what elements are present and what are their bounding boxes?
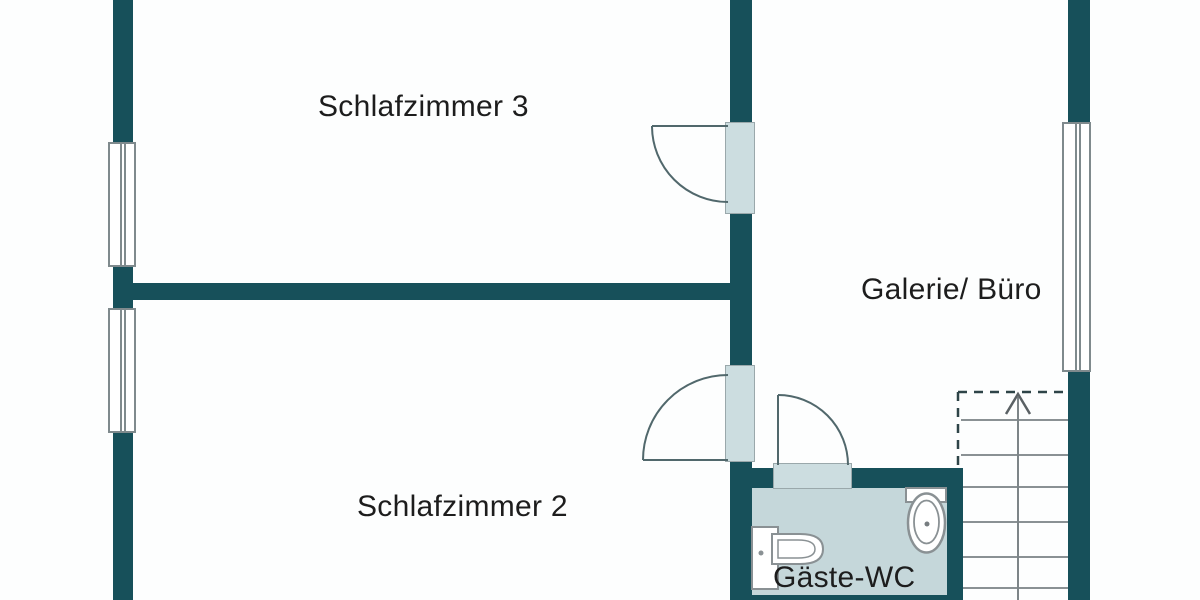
stair-cut-dashed-line bbox=[956, 390, 1068, 466]
left-wall-middle bbox=[113, 267, 133, 308]
right-wall-top bbox=[1068, 0, 1090, 122]
wc-bottom-wall bbox=[730, 595, 963, 600]
window-pane bbox=[1074, 124, 1077, 370]
window-pane bbox=[123, 310, 126, 431]
room-label-galerie-buero: Galerie/ Büro bbox=[861, 273, 1042, 306]
window-pane bbox=[1078, 124, 1081, 370]
room-label-gaeste-wc: Gäste-WC bbox=[773, 561, 916, 594]
left-wall-top bbox=[113, 0, 133, 142]
swing-door-icon-schlafzimmer3 bbox=[651, 125, 729, 203]
window-icon-left-lower bbox=[108, 308, 136, 433]
window-pane bbox=[120, 144, 123, 265]
divider-wall-schlafzimmer bbox=[130, 283, 730, 300]
door-sill-schlafzimmer2 bbox=[725, 365, 755, 462]
right-wall-bottom bbox=[1068, 372, 1090, 600]
swing-door-icon-schlafzimmer2 bbox=[642, 374, 729, 461]
door-sill-schlafzimmer3 bbox=[725, 122, 755, 214]
middle-wall-center bbox=[730, 213, 752, 366]
door-sill-gaeste-wc bbox=[773, 463, 852, 489]
room-label-schlafzimmer-3: Schlafzimmer 3 bbox=[318, 90, 529, 123]
middle-wall-bottom bbox=[730, 461, 752, 600]
window-pane bbox=[120, 310, 123, 431]
window-icon-left-upper bbox=[108, 142, 136, 267]
middle-wall-top bbox=[730, 0, 752, 124]
staircase-up-arrow-icon bbox=[1004, 391, 1032, 415]
staircase bbox=[956, 390, 1068, 600]
wc-top-wall-left-stub bbox=[752, 468, 774, 488]
room-label-schlafzimmer-2: Schlafzimmer 2 bbox=[357, 490, 568, 523]
stair-treads bbox=[961, 419, 1068, 589]
window-icon-right bbox=[1062, 122, 1091, 372]
window-pane bbox=[123, 144, 126, 265]
left-wall-bottom bbox=[113, 433, 133, 600]
wc-right-wall bbox=[947, 468, 963, 595]
swing-door-icon-gaeste-wc bbox=[777, 394, 849, 466]
wc-top-wall-right bbox=[851, 468, 963, 488]
